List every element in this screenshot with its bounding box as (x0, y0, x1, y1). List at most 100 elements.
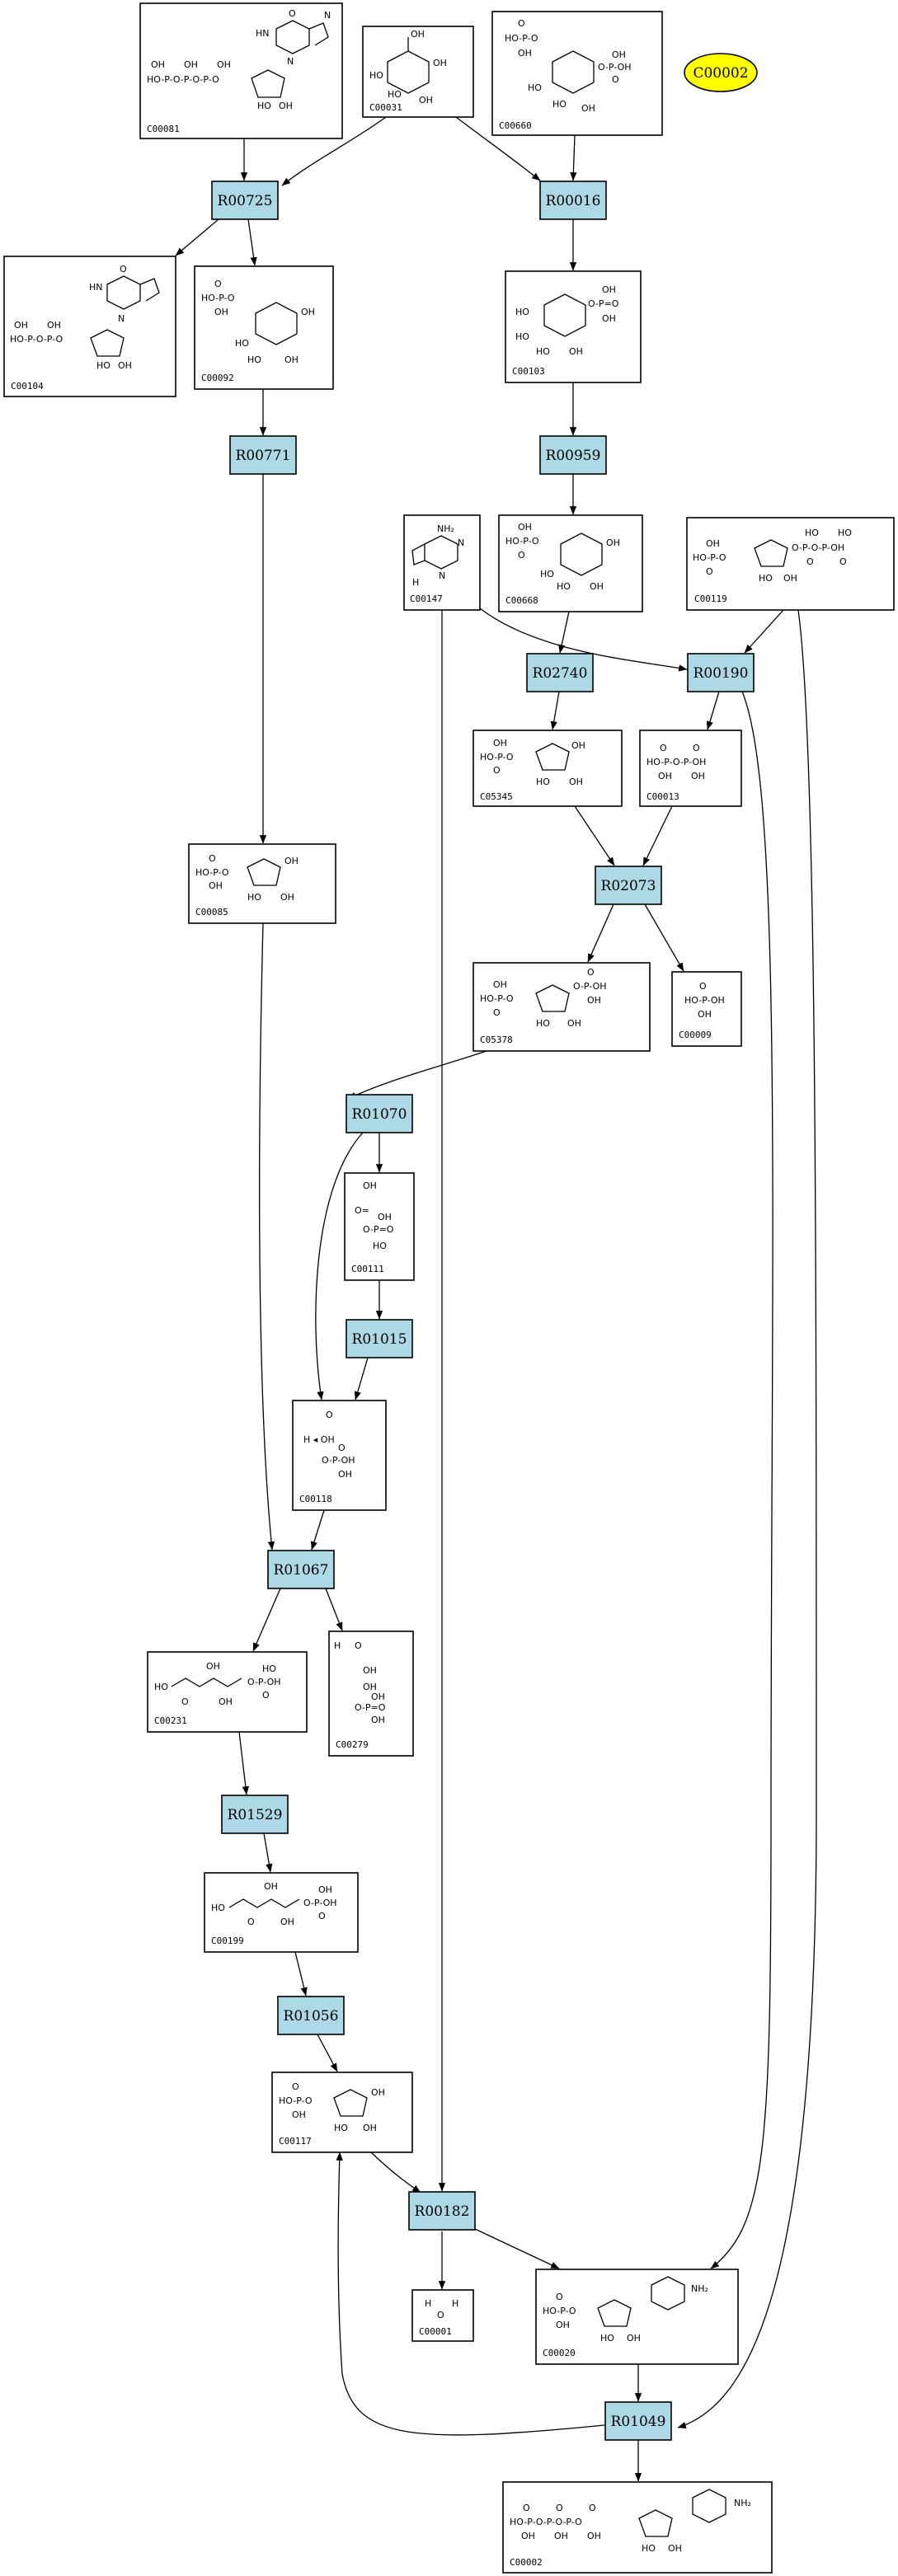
reaction-r02740[interactable]: R02740 (526, 653, 594, 692)
svg-text:OH: OH (363, 1682, 377, 1692)
compound-c00147[interactable]: NH₂ NNH C00147 (403, 514, 481, 611)
reaction-r01049[interactable]: R01049 (604, 2401, 672, 2441)
compound-label: C00001 (419, 2326, 452, 2337)
edge-r01070-c00118 (315, 1132, 364, 1401)
svg-text:OH: OH (118, 360, 132, 371)
svg-text:H: H (334, 1640, 341, 1651)
svg-text:OH: OH (280, 892, 294, 903)
compound-label: C00118 (299, 1494, 332, 1504)
edges (175, 116, 817, 2482)
svg-text:O: O (556, 2292, 563, 2302)
svg-text:HO-P-O: HO-P-O (480, 752, 514, 762)
svg-text:HO: HO (515, 307, 529, 317)
reaction-r01015[interactable]: R01015 (346, 1319, 413, 1358)
svg-text:O-P-OH: O-P-OH (303, 1898, 337, 1908)
reaction-label: R01015 (352, 1331, 407, 1348)
reaction-label: R01529 (228, 1807, 283, 1823)
svg-text:OH: OH (47, 320, 61, 331)
svg-text:N: N (287, 56, 294, 67)
reaction-r02073[interactable]: R02073 (595, 866, 662, 905)
svg-text:HO-P-O: HO-P-O (505, 33, 538, 44)
reaction-r00190[interactable]: R00190 (687, 653, 755, 692)
svg-text:OH: OH (206, 1661, 220, 1672)
svg-text:O-P-OH: O-P-OH (322, 1455, 355, 1466)
compound-c00002-highlight[interactable]: C00002 (684, 53, 758, 92)
edge-c05345-r02073 (574, 805, 615, 866)
reaction-r00182[interactable]: R00182 (408, 2191, 476, 2231)
svg-text:OH: OH (691, 771, 705, 781)
svg-text:H: H (412, 577, 419, 588)
svg-text:N: N (439, 570, 445, 581)
reaction-r01056[interactable]: R01056 (277, 1996, 345, 2035)
svg-text:HO: HO (540, 569, 554, 579)
compound-label: C00279 (336, 1739, 369, 1750)
compound-label: C00085 (195, 907, 228, 917)
reaction-r00016[interactable]: R00016 (539, 181, 607, 220)
svg-text:OH: OH (706, 538, 720, 549)
svg-text:OH: OH (627, 2333, 641, 2344)
reaction-r00725[interactable]: R00725 (211, 181, 279, 220)
compound-label: C05378 (480, 1035, 513, 1045)
edge-r01056-c00117 (317, 2034, 338, 2072)
compound-label: C00231 (154, 1715, 187, 1726)
reaction-r01529[interactable]: R01529 (221, 1795, 289, 1834)
svg-text:HO: HO (536, 1018, 550, 1029)
edge-r02073-c05378 (587, 903, 614, 963)
svg-text:OH: OH (554, 2531, 568, 2541)
svg-text:OH: OH (279, 101, 293, 111)
reaction-r00959[interactable]: R00959 (539, 435, 607, 475)
compound-label: C00002 (510, 2557, 543, 2568)
svg-text:O: O (437, 2310, 444, 2320)
svg-text:OH: OH (14, 320, 28, 331)
reaction-label: R02073 (601, 878, 656, 894)
highlight-label: C00002 (693, 65, 748, 82)
compound-c00009[interactable]: O HO-P-OH OH C00009 (671, 971, 742, 1047)
svg-text:OH: OH (292, 2109, 306, 2120)
svg-text:HO: HO (369, 70, 383, 81)
edge-r00725-c00092 (247, 218, 257, 266)
edge-c00119-r00190 (744, 609, 784, 654)
reaction-r01070[interactable]: R01070 (346, 1094, 413, 1133)
reaction-label: R00959 (546, 448, 601, 464)
reaction-r01067[interactable]: R01067 (267, 1550, 335, 1589)
svg-text:HO: HO (536, 777, 550, 787)
compound-label: C00092 (201, 373, 234, 383)
edge-r01067-c00231 (252, 1588, 281, 1652)
reaction-label: R01056 (284, 2008, 339, 2025)
svg-text:HO: HO (334, 2123, 348, 2133)
svg-text:O: O (326, 1410, 333, 1420)
svg-text:HO: HO (373, 1241, 387, 1251)
svg-text:OH: OH (518, 522, 532, 533)
edge-r02740-c05345 (550, 691, 560, 730)
compound-label: C00020 (543, 2348, 576, 2358)
svg-text:HO: HO (96, 360, 110, 371)
svg-text:O: O (518, 18, 525, 29)
svg-text:HO-P-O: HO-P-O (195, 867, 229, 878)
reaction-r00771[interactable]: R00771 (229, 435, 297, 475)
